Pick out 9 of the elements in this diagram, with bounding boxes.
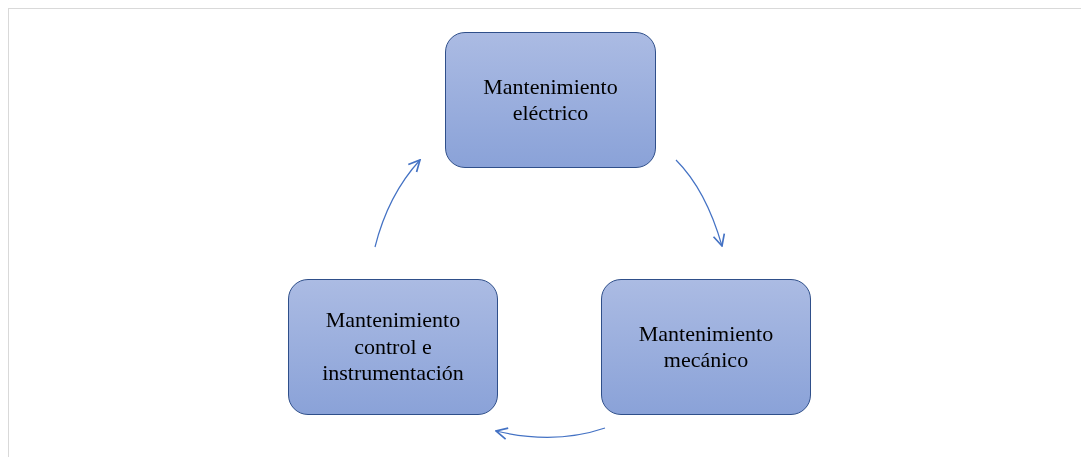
rounded-box [445, 32, 656, 168]
box-label: Mantenimiento mecánico [637, 320, 775, 374]
curved-arrow [495, 427, 606, 440]
box-label: Mantenimiento eléctrico [482, 73, 619, 127]
curved-arrow [675, 159, 725, 247]
rounded-box [288, 279, 498, 415]
rounded-box [601, 279, 811, 415]
box-label: Mantenimiento control e instrumentación [321, 307, 465, 387]
curved-arrow [374, 159, 421, 248]
